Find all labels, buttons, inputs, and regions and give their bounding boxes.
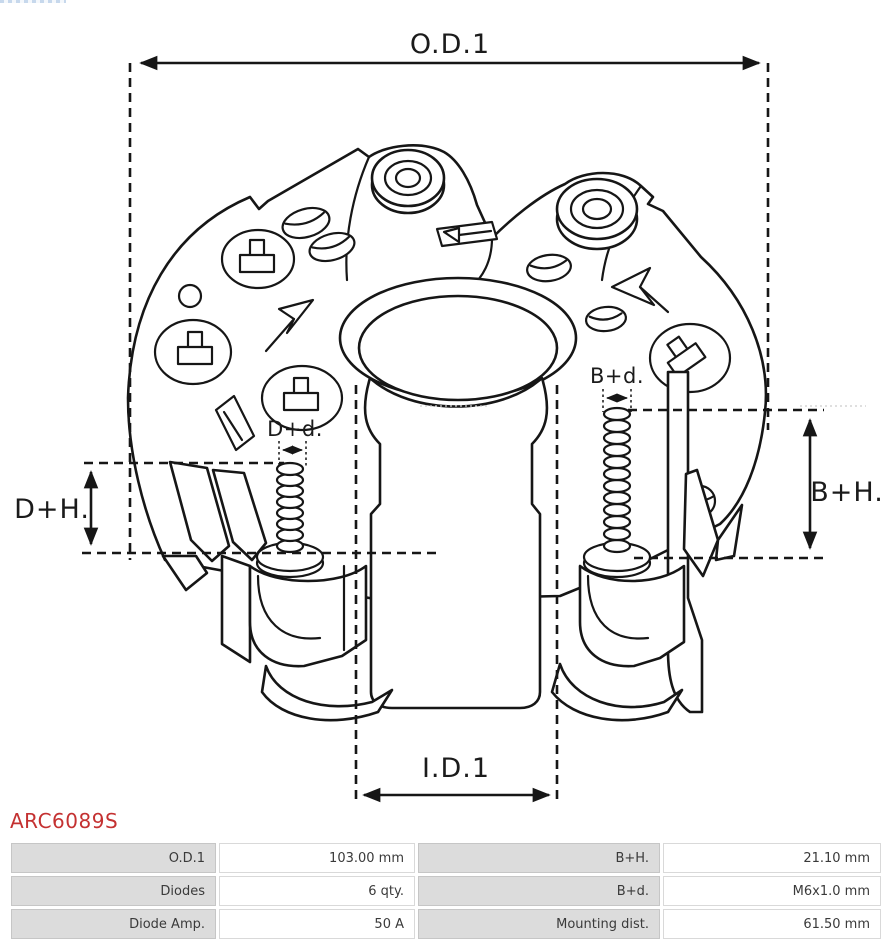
dimension-od1: O.D.1 <box>128 29 770 560</box>
terminal-ring-right <box>555 177 639 251</box>
stud-right <box>582 406 652 579</box>
dim-label-b-plus-d: B+d. <box>590 364 644 388</box>
rivet-icon <box>176 330 214 366</box>
table-row: Diodes 6 qty. B+d. M6x1.0 mm <box>11 876 881 906</box>
spec-label-cell: Mounting dist. <box>418 909 660 939</box>
page-top-artifact <box>0 0 66 3</box>
spec-value-cell: 61.50 mm <box>663 909 881 939</box>
dimension-d-plus-d: D+d. <box>267 417 323 467</box>
spec-value-cell: 6 qty. <box>219 876 415 906</box>
spec-value-cell: M6x1.0 mm <box>663 876 881 906</box>
spec-label-cell: B+H. <box>418 843 660 873</box>
dim-label-d-plus-d: D+d. <box>267 417 323 441</box>
stud-left <box>255 461 325 579</box>
spec-table: O.D.1 103.00 mm B+H. 21.10 mm Diodes 6 q… <box>8 840 884 942</box>
dimension-b-plus-h: B+H. <box>628 408 884 560</box>
spec-label-cell: Diode Amp. <box>11 909 216 939</box>
diode-rivet-circles <box>153 228 732 432</box>
rivet-icon <box>282 376 320 412</box>
spec-label-cell: B+d. <box>418 876 660 906</box>
central-bearing-tube <box>338 276 578 710</box>
spec-label-cell: Diodes <box>11 876 216 906</box>
table-row: O.D.1 103.00 mm B+H. 21.10 mm <box>11 843 881 873</box>
rivet-icon <box>666 335 707 378</box>
part-number: ARC6089S <box>10 809 119 833</box>
pedestal-left <box>220 554 394 722</box>
spec-value-cell: 21.10 mm <box>663 843 881 873</box>
terminal-ring-left <box>370 148 446 215</box>
technical-drawing-area: O.D.1 I.D.1 D+H. B+H. D+d. B+d. <box>14 29 884 803</box>
dim-label-b-plus-h: B+H. <box>810 477 884 508</box>
direction-arrow-marks <box>264 266 670 353</box>
table-row: Diode Amp. 50 A Mounting dist. 61.50 mm <box>11 909 881 939</box>
dim-label-d-plus-h: D+H. <box>14 494 90 525</box>
spec-value-cell: 103.00 mm <box>219 843 415 873</box>
spec-label-cell: O.D.1 <box>11 843 216 873</box>
dim-label-id1: I.D.1 <box>422 753 490 784</box>
right-outer-feet <box>682 468 744 578</box>
spec-value-cell: 50 A <box>219 909 415 939</box>
dimension-b-plus-d: B+d. <box>590 364 644 412</box>
dim-label-od1: O.D.1 <box>410 29 490 60</box>
plate-slots <box>214 220 499 452</box>
dimension-id1: I.D.1 <box>354 385 559 803</box>
rectifier-technical-drawing: O.D.1 I.D.1 D+H. B+H. D+d. B+d. <box>14 29 884 803</box>
dimension-d-plus-h: D+H. <box>14 461 436 555</box>
rivet-icon <box>238 238 276 274</box>
pedestal-right <box>550 564 686 722</box>
